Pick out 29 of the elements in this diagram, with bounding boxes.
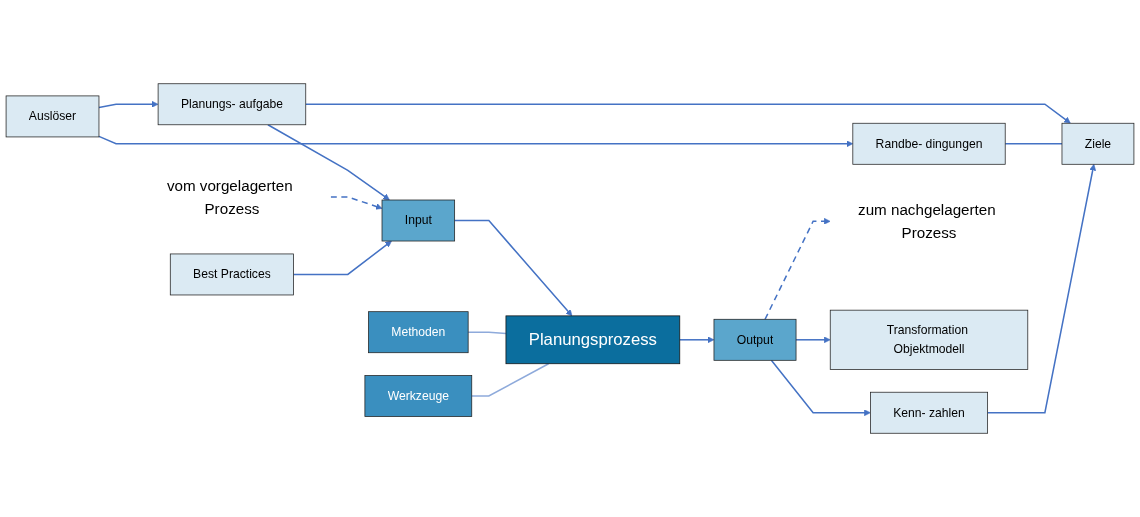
arrow — [267, 124, 390, 201]
node-box: Kenn- zahlen — [870, 391, 988, 434]
arrow — [986, 164, 1096, 414]
node-box: Best Practices — [169, 253, 294, 296]
node-box: Input — [381, 199, 455, 242]
node-box: Werkzeuge — [364, 375, 473, 417]
arrow — [453, 219, 573, 317]
connector — [1004, 143, 1063, 145]
connector — [467, 331, 507, 335]
node-box: Randbe- dingungen — [852, 122, 1006, 165]
node-box: Planungs- aufgabe — [157, 83, 307, 126]
node-text: vom vorgelagerten Prozess — [166, 177, 293, 217]
arrow — [292, 240, 392, 276]
arrow — [770, 359, 871, 417]
arrow — [98, 135, 854, 148]
node-box: Output — [713, 318, 797, 361]
arrow — [305, 103, 1071, 124]
arrow — [679, 336, 715, 344]
arrow — [795, 336, 831, 344]
connector — [471, 362, 550, 397]
node-box: Methoden — [368, 311, 469, 354]
node-text: zum nachgelagerten Prozess — [858, 201, 996, 242]
arrow — [329, 196, 383, 210]
node-box: Planungsprozess — [505, 315, 681, 365]
arrow — [98, 100, 159, 109]
arrow — [764, 217, 831, 321]
node-box: Auslöser — [5, 95, 100, 138]
node-box: Ziele — [1061, 122, 1135, 165]
node-box: Transformation Objektmodell — [829, 309, 1029, 370]
